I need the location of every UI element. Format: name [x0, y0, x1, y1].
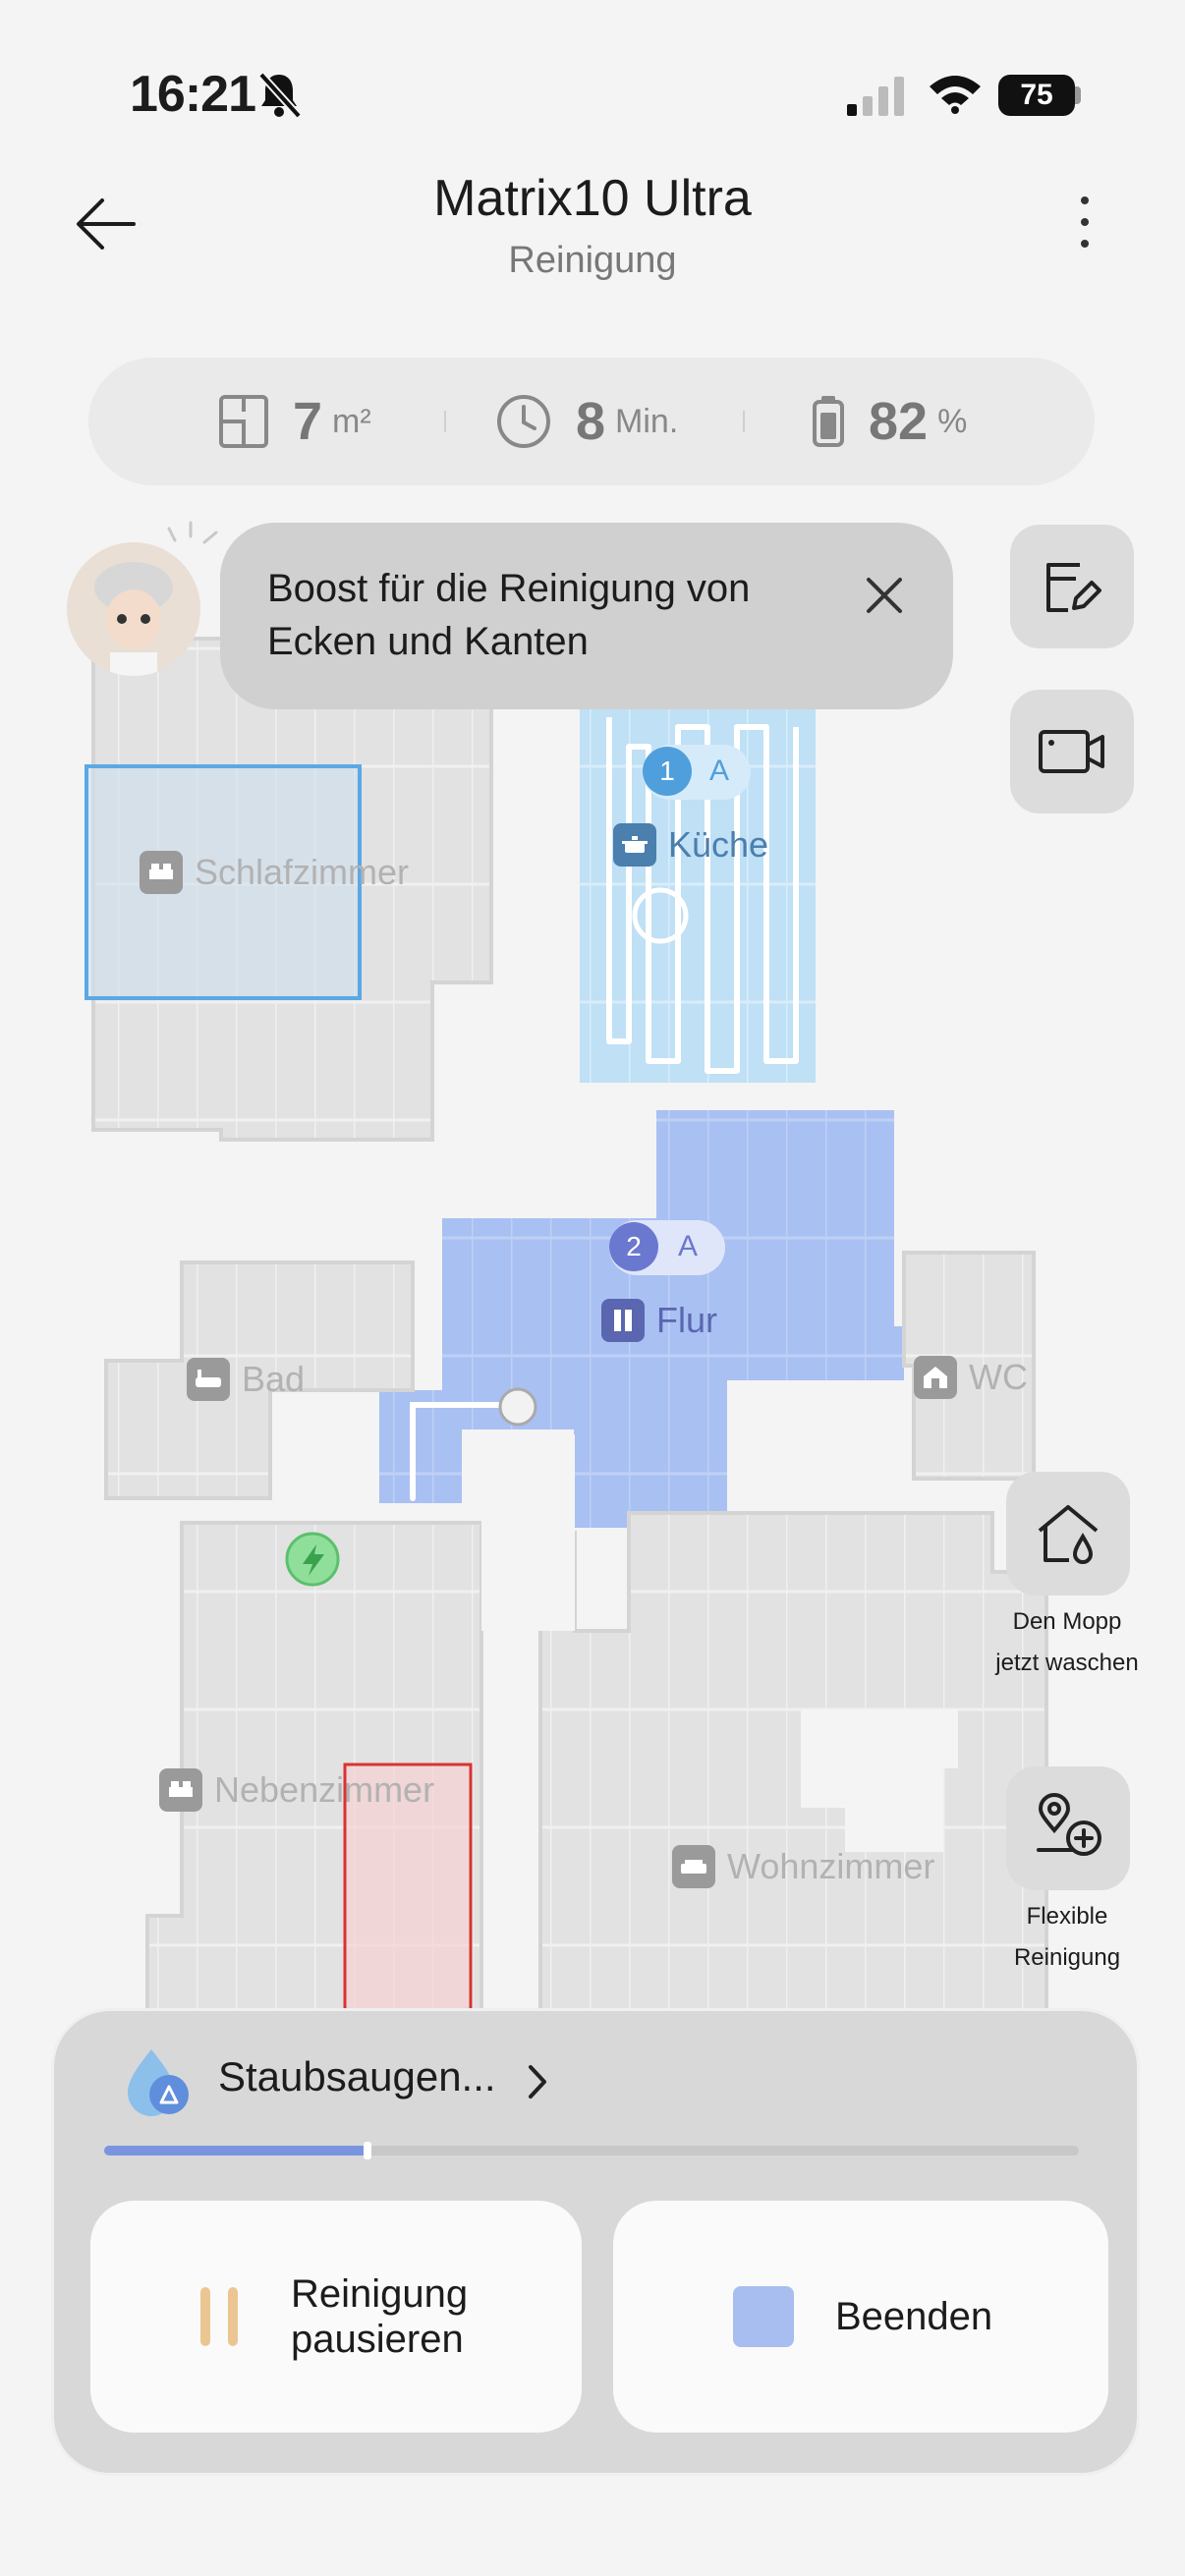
room-name: WC: [969, 1357, 1028, 1397]
bed-icon: [140, 851, 183, 894]
bed-icon: [159, 1768, 202, 1812]
page-title: Matrix10 Ultra: [433, 170, 752, 227]
kitchen-cleaning-path: [606, 717, 799, 1074]
hallway-cleaning-path: [410, 1402, 524, 1501]
room-name: Flur: [656, 1300, 717, 1340]
room-name: Bad: [242, 1359, 306, 1399]
pause-cleaning-button[interactable]: Reinigung pausieren: [90, 2201, 582, 2433]
room-area-living-room: [538, 1511, 1048, 2026]
flexible-cleaning-label: Flexible Reinigung: [1013, 1903, 1121, 1971]
mode-label[interactable]: Staubsaugen...: [218, 2053, 496, 2100]
stats-divider: [444, 411, 446, 432]
room-area-wc: [902, 1251, 1036, 1481]
room-area-bathroom: [104, 1260, 415, 1500]
room-label-hallway[interactable]: Flur: [601, 1299, 717, 1342]
room-name: Küche: [668, 824, 769, 865]
kitchen-obstacle: [632, 887, 689, 944]
close-icon[interactable]: [861, 572, 908, 619]
room-name: Schlafzimmer: [195, 852, 410, 892]
room-label-living-room[interactable]: Wohnzimmer: [672, 1845, 934, 1888]
tip-bubble: [220, 523, 953, 709]
stop-cleaning-button[interactable]: Beenden: [613, 2201, 1108, 2433]
progress-track: [104, 2146, 1079, 2156]
sparkle-lines-icon: [167, 521, 218, 544]
battery-cap: [1075, 86, 1081, 104]
location-plus-icon: [1037, 1793, 1101, 1856]
mop-wash-label: Den Mopp jetzt waschen: [995, 1608, 1139, 1676]
bedroom-selection: [85, 764, 362, 1000]
stat-time: 8 Min.: [495, 358, 678, 485]
pause-label: Reinigung pausieren: [291, 2272, 469, 2361]
edit-map-icon: [1046, 563, 1101, 612]
house-drop-icon: [1038, 1505, 1099, 1564]
floor-map[interactable]: [0, 491, 1185, 2063]
chevron-right-icon[interactable]: [527, 2063, 550, 2100]
stat-battery-value: 82: [869, 392, 929, 451]
sofa-icon: [672, 1845, 715, 1888]
stop-label: Beenden: [835, 2294, 993, 2338]
vacuum-mode-icon[interactable]: [122, 2045, 197, 2118]
video-camera-icon: [1039, 730, 1104, 773]
room-label-bathroom[interactable]: Bad: [187, 1358, 305, 1401]
stat-battery: 82 %: [812, 358, 967, 485]
stop-icon: [733, 2286, 794, 2347]
flexible-cleaning-button[interactable]: [1006, 1766, 1130, 1890]
pause-icon: [200, 2287, 238, 2346]
door-icon: [601, 1299, 645, 1342]
bathtub-icon: [187, 1358, 230, 1401]
stats-bar: [88, 358, 1095, 485]
stats-divider: [743, 411, 745, 432]
room-label-bedroom[interactable]: Schlafzimmer: [140, 851, 409, 894]
charging-bolt: [303, 1544, 324, 1576]
stat-time-unit: Min.: [615, 402, 679, 440]
camera-button[interactable]: [1010, 690, 1134, 813]
battery-indicator: 75: [998, 75, 1075, 116]
status-time: 16:21: [130, 66, 256, 123]
kitchen-order-number: 1: [643, 747, 692, 796]
wifi-icon: [930, 76, 981, 114]
stat-area-value: 7: [293, 392, 323, 451]
page-subtitle: Reinigung: [508, 240, 677, 281]
progress-fill: [104, 2146, 367, 2156]
stat-battery-unit: %: [937, 402, 968, 440]
room-label-wc[interactable]: WC: [914, 1356, 1028, 1399]
living-room-opening: [481, 1434, 575, 1631]
hallway-mode: A: [678, 1230, 699, 1262]
no-go-zone: [343, 1763, 473, 2055]
room-area-kitchen: [580, 707, 816, 1083]
stat-time-value: 8: [576, 392, 606, 451]
battery-icon: [813, 396, 844, 447]
assistant-face-icon: [67, 542, 200, 676]
progress-knob: [364, 2142, 371, 2159]
area-icon: [219, 395, 268, 448]
hallway-order-number: 2: [609, 1222, 658, 1271]
mop-wash-button[interactable]: [1006, 1472, 1130, 1596]
back-arrow-icon[interactable]: [75, 193, 138, 255]
clock-icon: [497, 395, 550, 448]
pot-icon: [613, 823, 656, 867]
room-label-kitchen[interactable]: Küche: [613, 823, 768, 867]
living-room-rug: [801, 1709, 958, 1852]
edit-map-button[interactable]: [1010, 525, 1134, 648]
tip-text: Boost für die Reinigung von Ecken und Ka…: [267, 567, 751, 663]
room-label-side-room[interactable]: Nebenzimmer: [159, 1768, 434, 1812]
stat-area-unit: m²: [332, 402, 371, 440]
assistant-avatar[interactable]: [67, 542, 200, 676]
room-name: Wohnzimmer: [727, 1846, 935, 1886]
more-menu-icon[interactable]: [1081, 196, 1089, 261]
kitchen-mode: A: [709, 755, 730, 787]
room-name: Nebenzimmer: [214, 1769, 435, 1810]
bell-muted-icon: [258, 72, 301, 118]
house-icon: [914, 1356, 957, 1399]
robot-marker: [498, 1387, 537, 1427]
cell-signal-icon: [847, 77, 904, 116]
stat-area: 7 m²: [218, 358, 371, 485]
